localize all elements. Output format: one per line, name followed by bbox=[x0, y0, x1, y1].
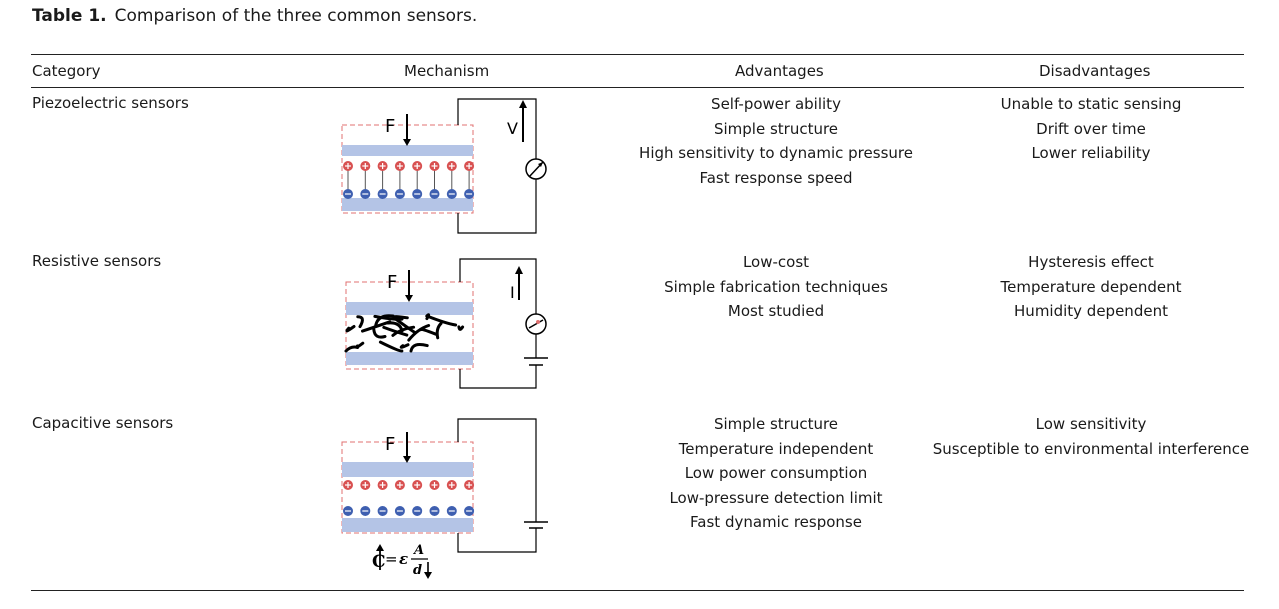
advantage-item: Most studied bbox=[727, 302, 825, 321]
dipole bbox=[446, 161, 457, 199]
category-resistive: Resistive sensors bbox=[32, 252, 162, 270]
voltage-label: V bbox=[507, 119, 518, 138]
formula-area: A bbox=[412, 543, 424, 558]
meter-icon bbox=[525, 158, 547, 180]
current-label: I bbox=[510, 283, 515, 302]
disadvantages-capacitive: Low sensitivity Susceptible to environme… bbox=[931, 412, 1251, 461]
dipole bbox=[429, 161, 440, 199]
meter-icon bbox=[525, 313, 547, 335]
category-capacitive: Capacitive sensors bbox=[32, 414, 174, 432]
dipole bbox=[343, 161, 353, 199]
disadvantages-piezoelectric: Unable to static sensing Drift over time… bbox=[941, 92, 1241, 166]
advantage-item: High sensitivity to dynamic pressure bbox=[639, 144, 913, 163]
charge-pair bbox=[377, 480, 388, 516]
disadvantage-item: Humidity dependent bbox=[1014, 302, 1168, 321]
disadvantage-item: Hysteresis effect bbox=[1028, 253, 1154, 271]
advantage-item: Self-power ability bbox=[711, 95, 841, 113]
header-category: Category bbox=[32, 62, 101, 80]
disadvantage-item: Drift over time bbox=[1036, 119, 1146, 138]
advantages-capacitive: Simple structure Temperature independent… bbox=[626, 412, 926, 535]
dipole bbox=[394, 161, 405, 199]
formula-epsilon: ε bbox=[399, 550, 408, 568]
advantage-item: Simple structure bbox=[713, 119, 839, 138]
advantage-item: Low power consumption bbox=[684, 464, 868, 483]
svg-text:=: = bbox=[385, 550, 398, 568]
dipole bbox=[360, 161, 371, 199]
category-piezoelectric: Piezoelectric sensors bbox=[32, 94, 189, 112]
disadvantage-item: Temperature dependent bbox=[1000, 277, 1182, 296]
piezoelectric-mechanism-diagram: F V bbox=[341, 98, 547, 234]
capacitance-formula: C = ε A d bbox=[372, 543, 432, 579]
advantage-item: Fast dynamic response bbox=[690, 513, 862, 532]
dipole bbox=[377, 161, 388, 199]
header-rule bbox=[31, 87, 1244, 88]
charge-pair bbox=[429, 480, 440, 516]
advantage-item: Simple fabrication techniques bbox=[664, 277, 888, 296]
force-label: F bbox=[387, 272, 397, 293]
table-caption: Table 1. Comparison of the three common s… bbox=[32, 6, 477, 26]
advantage-item: Temperature independent bbox=[678, 439, 874, 458]
formula-c: C bbox=[372, 552, 386, 572]
disadvantage-item: Lower reliability bbox=[1031, 144, 1151, 163]
table-number: Table 1. bbox=[32, 6, 107, 26]
header-disadvantages: Disadvantages bbox=[1039, 62, 1151, 80]
disadvantages-resistive: Hysteresis effect Temperature dependent … bbox=[941, 250, 1241, 324]
header-advantages: Advantages bbox=[735, 62, 824, 80]
disadvantage-item: Unable to static sensing bbox=[1000, 95, 1182, 113]
top-rule bbox=[31, 54, 1244, 55]
charge-pair bbox=[394, 480, 405, 516]
bottom-rule bbox=[31, 590, 1244, 591]
dipole bbox=[412, 161, 423, 199]
advantages-resistive: Low-cost Simple fabrication techniques M… bbox=[626, 250, 926, 324]
advantage-item: Fast response speed bbox=[699, 168, 853, 187]
header-mechanism: Mechanism bbox=[404, 62, 490, 80]
force-label: F bbox=[385, 434, 395, 455]
disadvantage-item: Low sensitivity bbox=[1035, 415, 1147, 433]
force-label: F bbox=[385, 116, 395, 137]
capacitive-mechanism-diagram: F C = ε A d bbox=[341, 418, 548, 579]
advantage-item: Simple structure bbox=[713, 415, 839, 433]
disadvantage-item: Susceptible to environmental interferenc… bbox=[932, 439, 1250, 458]
formula-distance: d bbox=[413, 563, 422, 578]
resistive-mechanism-diagram: F I bbox=[344, 258, 548, 389]
table-title: Comparison of the three common sensors. bbox=[114, 6, 478, 26]
conductive-network bbox=[344, 313, 465, 353]
advantage-item: Low-pressure detection limit bbox=[669, 488, 883, 507]
charge-pair bbox=[412, 480, 423, 516]
charge-pair bbox=[360, 480, 371, 516]
advantage-item: Low-cost bbox=[742, 253, 810, 271]
advantages-piezoelectric: Self-power ability Simple structure High… bbox=[626, 92, 926, 190]
dipole bbox=[464, 161, 475, 199]
charge-pair bbox=[464, 480, 475, 516]
charge-pair bbox=[446, 480, 457, 516]
charge-pair bbox=[343, 480, 353, 516]
